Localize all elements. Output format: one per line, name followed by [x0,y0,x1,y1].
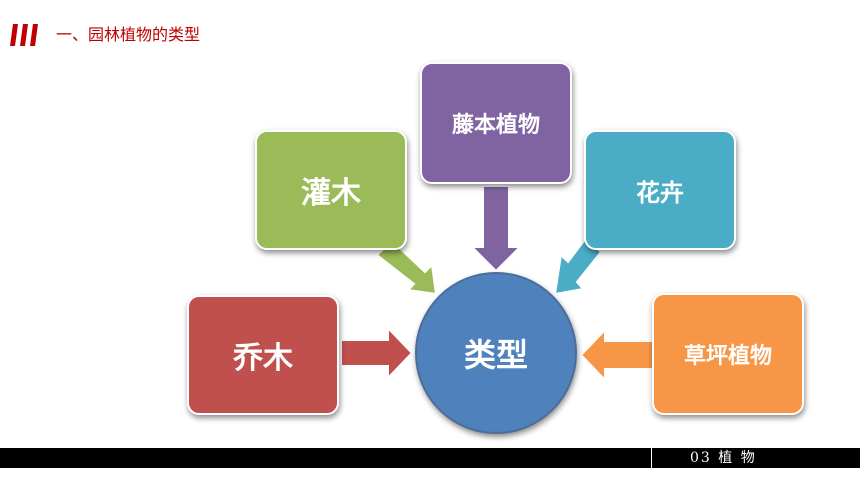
page-title: 一、园林植物的类型 [56,25,201,44]
node-center: 类型 [415,272,577,434]
node-huahui: 花卉 [584,130,736,250]
arrow-caoping [579,327,656,383]
footer-text: 03 植 物 [690,450,757,466]
node-tengben: 藤本植物 [420,62,572,184]
node-tengben-label: 藤本植物 [451,113,540,138]
center-label: 类型 [463,336,528,374]
section-marker-icon [10,24,38,46]
arrow-qiaomu [340,325,414,381]
node-qiaomu-label: 乔木 [233,341,293,376]
node-qiaomu: 乔木 [187,295,339,415]
footer-bar [0,448,860,468]
footer-divider [651,448,652,468]
node-caoping: 草坪植物 [652,293,804,415]
node-huahui-label: 花卉 [636,178,684,207]
node-caoping-label: 草坪植物 [683,344,772,369]
arrow-huahui [553,236,603,296]
node-guanmu-label: 灌木 [301,176,361,211]
arrow-tengben [469,185,523,273]
node-guanmu: 灌木 [255,130,407,250]
